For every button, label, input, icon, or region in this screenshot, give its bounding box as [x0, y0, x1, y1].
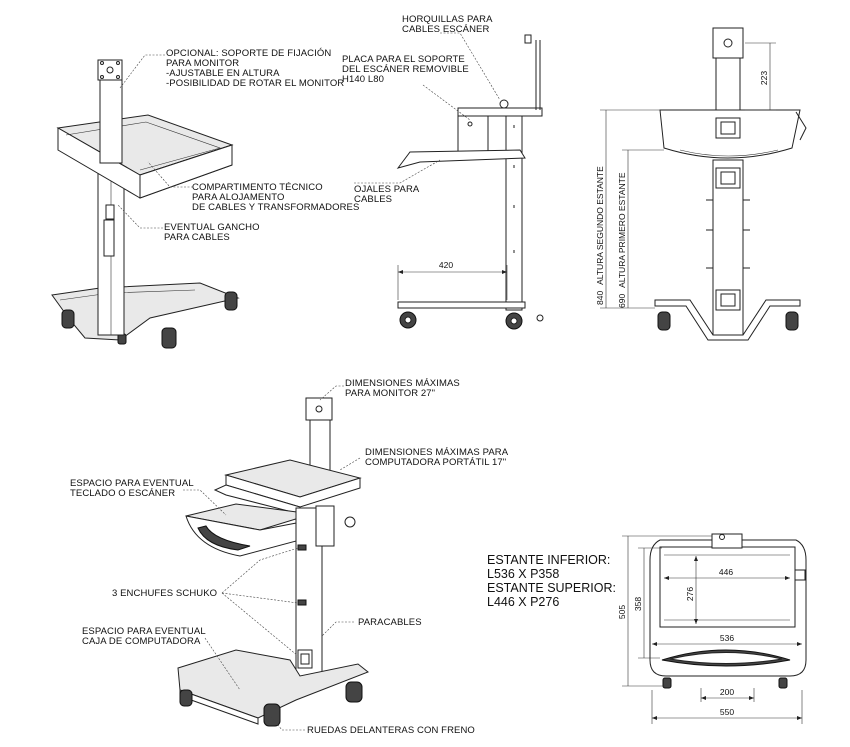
dim-overall-depth: 505	[617, 605, 627, 619]
callout-schuko: 3 ENCHUFES SCHUKO	[112, 588, 217, 599]
cart-isometric-view-1: OPCIONAL: SOPORTE DE FIJACIÓN PARA MONIT…	[51, 48, 359, 349]
callout-forks: HORQUILLAS PARA CABLES ESCÁNER	[402, 14, 495, 35]
top-wheels	[662, 677, 788, 689]
callout-front-wheels: RUEDAS DELANTERAS CON FRENO	[307, 725, 475, 736]
top-upper-shelf	[659, 546, 796, 628]
front-wheels	[657, 311, 799, 331]
cart-side-view: 420 HORQUILLAS PARA CABLES ESCÁNER PLACA…	[342, 14, 544, 330]
dim-lower-depth: 358	[633, 597, 643, 611]
dim-overall-width: 550	[720, 707, 734, 717]
vesa-bracket	[97, 59, 123, 81]
callout-laptop-max: DIMENSIONES MÁXIMAS PARA COMPUTADORA POR…	[365, 447, 510, 468]
callout-pc-case-space: ESPACIO PARA EVENTUAL CAJA DE COMPUTADOR…	[82, 626, 208, 647]
callout-cable-holder: PARACABLES	[358, 617, 422, 628]
callout-monitor-support: OPCIONAL: SOPORTE DE FIJACIÓN PARA MONIT…	[166, 48, 344, 89]
side-wheels	[399, 311, 544, 330]
cart-front-view: 223 840 ALTURA SEGUNDO ESTANTE 690 ALTUR…	[595, 27, 807, 341]
cart-perspective-view: DIMENSIONES MÁXIMAS PARA MONITOR 27" DIM…	[70, 378, 510, 736]
dim-upper-depth: 276	[685, 587, 695, 601]
side-upper-shelf	[457, 107, 543, 117]
front-vesa-bracket	[712, 27, 744, 59]
persp-vesa-bracket	[305, 397, 333, 421]
dim-wheel-spacing: 200	[720, 687, 734, 697]
dim-upper-width: 446	[719, 567, 733, 577]
dim-second-shelf-height: 840 ALTURA SEGUNDO ESTANTE	[595, 166, 605, 305]
persp-wheels	[179, 681, 363, 727]
front-base	[654, 299, 801, 341]
callout-monitor-max: DIMENSIONES MÁXIMAS PARA MONITOR 27"	[345, 378, 463, 399]
side-column	[505, 109, 523, 311]
dim-lower-width: 536	[720, 633, 734, 643]
dim-shelf-depth: 420	[439, 260, 453, 270]
cart-top-view: 446 276 358 505 536 200 550	[617, 533, 807, 724]
callout-cable-hook: EVENTUAL GANCHO PARA CABLES	[164, 222, 262, 243]
callout-keyboard-space: ESPACIO PARA EVENTUAL TECLADO O ESCÁNER	[70, 478, 196, 499]
callout-tech-compartment: COMPARTIMENTO TÉCNICO PARA ALOJAMENTO DE…	[192, 182, 359, 213]
callout-cable-eyelets: OJALES PARA CABLES	[354, 184, 422, 205]
monitor-pole	[99, 77, 123, 164]
side-base	[397, 301, 526, 309]
shelves-note: ESTANTE INFERIOR: L536 X P358 ESTANTE SU…	[487, 553, 619, 609]
callout-scanner-plate: PLACA PARA EL SOPORTE DEL ESCÁNER REMOVI…	[342, 54, 472, 85]
dim-first-shelf-height: 690 ALTURA PRIMERO ESTANTE	[617, 172, 627, 308]
dim-top-offset: 223	[759, 71, 769, 85]
